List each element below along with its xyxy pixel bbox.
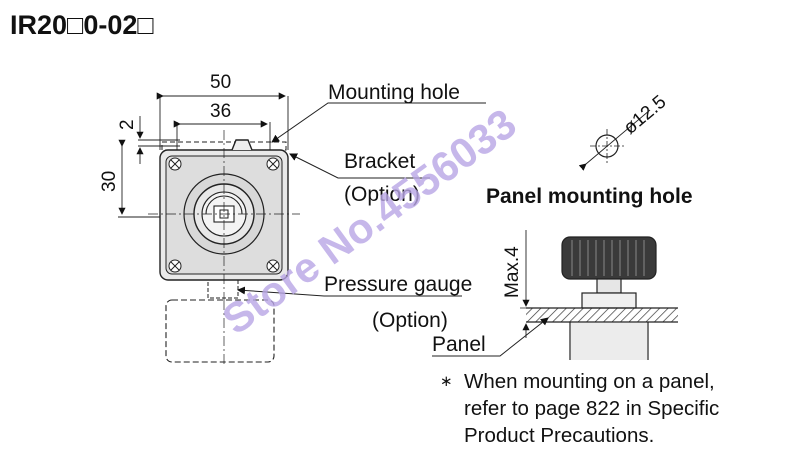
note-asterisk: ∗	[440, 373, 453, 390]
max-height-label: Max.4	[502, 246, 523, 298]
panel-section-view	[432, 230, 678, 360]
panel-label: Panel	[432, 333, 486, 356]
note-line-3: Product Precautions.	[464, 424, 655, 447]
dimension-2: 2	[117, 119, 138, 130]
note-line-2: refer to page 822 in Specific	[464, 397, 720, 420]
hole-diameter-label: ø12.5	[620, 92, 671, 139]
panel-mounting-hole-title: Panel mounting hole	[486, 185, 693, 208]
regulator-front-view	[118, 92, 300, 366]
note-line-1: When mounting on a panel,	[464, 370, 715, 393]
part-number-title: IR20□0-02□	[10, 10, 154, 40]
mounting-note: ∗ When mounting on a panel, refer to page…	[440, 368, 792, 449]
pressure-gauge-label: Pressure gauge	[324, 273, 472, 296]
dimension-30: 30	[99, 171, 120, 192]
dimension-36: 36	[210, 101, 231, 122]
mounting-hole-label: Mounting hole	[328, 81, 460, 104]
panel-mounting-hole-symbol	[578, 109, 651, 171]
pressure-gauge-option-label: (Option)	[372, 309, 448, 332]
bracket-label: Bracket	[344, 150, 415, 173]
dimension-50: 50	[210, 72, 231, 93]
bracket-option-label: (Option)	[344, 183, 420, 206]
